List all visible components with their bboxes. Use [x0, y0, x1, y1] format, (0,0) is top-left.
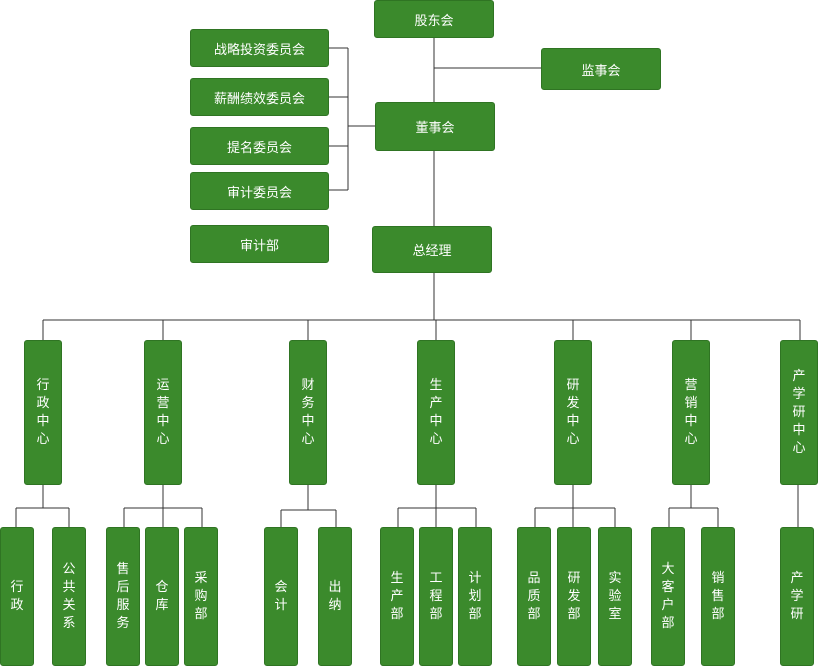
- dept-label: 采购部: [194, 570, 208, 622]
- center-label: 营销中心: [684, 377, 698, 447]
- dept-label: 公共关系: [62, 561, 76, 631]
- dept-planning-box: 计划部: [458, 527, 492, 666]
- dept-label: 售后服务: [116, 561, 130, 631]
- dept-label: 实验室: [608, 570, 622, 622]
- center-rnd-box: 研发中心: [554, 340, 592, 485]
- dept-label: 出纳: [328, 579, 342, 613]
- dept-lab-box: 实验室: [598, 527, 632, 666]
- committee-label: 战略投资委员会: [213, 42, 305, 58]
- dept-label: 生产部: [390, 570, 404, 622]
- supervisors-label: 监事会: [581, 63, 621, 79]
- center-marketing-box: 营销中心: [672, 340, 710, 485]
- dept-quality-box: 品质部: [517, 527, 551, 666]
- board-label: 董事会: [415, 121, 455, 136]
- dept-production-box: 生产部: [380, 527, 414, 666]
- dept-iur-box: 产学研: [780, 527, 814, 666]
- dept-aftersales-box: 售后服务: [106, 527, 140, 666]
- gm-label: 总经理: [412, 244, 452, 259]
- center-label: 行政中心: [36, 377, 50, 447]
- center-label: 财务中心: [301, 377, 315, 447]
- shareholders-label: 股东会: [414, 13, 454, 29]
- committee-audit-box: 审计委员会: [190, 172, 329, 210]
- dept-pr-box: 公共关系: [52, 527, 86, 666]
- dept-label: 品质部: [527, 570, 541, 622]
- dept-cashier-box: 出纳: [318, 527, 352, 666]
- supervisors-box: 监事会: [541, 48, 661, 90]
- dept-sales-box: 销售部: [701, 527, 735, 666]
- dept-label: 销售部: [711, 570, 725, 622]
- committee-label: 薪酬绩效委员会: [213, 91, 305, 107]
- center-label: 产学研中心: [792, 368, 806, 456]
- dept-label: 仓库: [155, 579, 169, 613]
- dept-label: 大客户部: [661, 561, 675, 631]
- dept-label: 行政: [10, 579, 24, 613]
- center-admin-box: 行政中心: [24, 340, 62, 485]
- audit-dept-label: 审计部: [239, 238, 279, 254]
- committee-label: 审计委员会: [226, 185, 292, 201]
- center-ops-box: 运营中心: [144, 340, 182, 485]
- dept-label: 工程部: [429, 570, 443, 622]
- dept-key-accounts-box: 大客户部: [651, 527, 685, 666]
- center-label: 生产中心: [429, 377, 443, 447]
- gm-box: 总经理: [372, 226, 492, 273]
- dept-engineering-box: 工程部: [419, 527, 453, 666]
- center-label: 研发中心: [566, 377, 580, 447]
- dept-accounting-box: 会计: [264, 527, 298, 666]
- committee-strategy-box: 战略投资委员会: [190, 29, 329, 67]
- dept-label: 计划部: [468, 570, 482, 622]
- dept-label: 会计: [274, 579, 288, 613]
- center-production-box: 生产中心: [417, 340, 455, 485]
- center-iur-box: 产学研中心: [780, 340, 818, 485]
- board-box: 董事会: [375, 102, 495, 151]
- committee-compensation-box: 薪酬绩效委员会: [190, 78, 329, 116]
- committee-label: 提名委员会: [226, 140, 292, 156]
- dept-admin-box: 行政: [0, 527, 34, 666]
- dept-purchasing-box: 采购部: [184, 527, 218, 666]
- dept-warehouse-box: 仓库: [145, 527, 179, 666]
- center-label: 运营中心: [156, 377, 170, 447]
- committee-nomination-box: 提名委员会: [190, 127, 329, 165]
- dept-rnd-box: 研发部: [557, 527, 591, 666]
- dept-label: 研发部: [567, 570, 581, 622]
- center-finance-box: 财务中心: [289, 340, 327, 485]
- audit-dept-box: 审计部: [190, 225, 329, 263]
- dept-label: 产学研: [790, 570, 804, 622]
- shareholders-box: 股东会: [374, 0, 494, 38]
